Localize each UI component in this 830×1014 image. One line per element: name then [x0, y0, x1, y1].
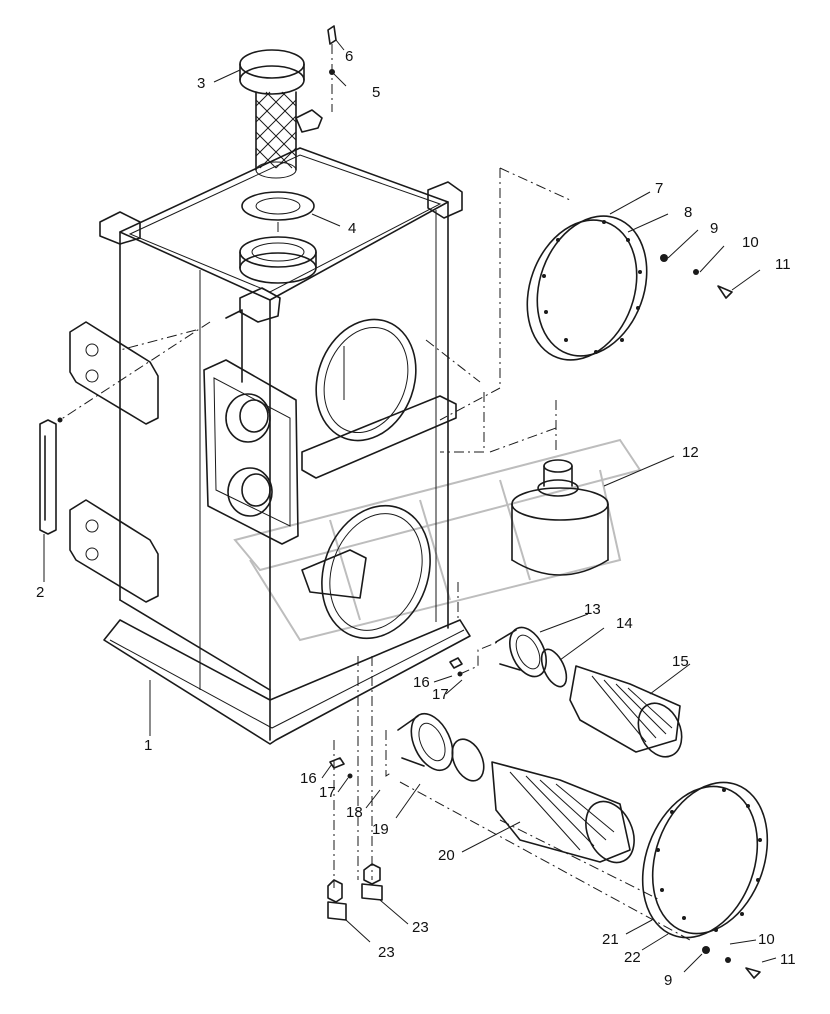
callout-17: 17 — [432, 686, 449, 703]
callout-22: 22 — [624, 949, 641, 966]
callout-21: 21 — [602, 931, 619, 948]
callout-16: 16 — [300, 770, 317, 787]
callout-leaders — [43, 39, 777, 973]
upper-cover-fasteners — [660, 254, 733, 299]
callout-6: 6 — [345, 48, 353, 65]
callout-23: 23 — [412, 919, 429, 936]
callout-16: 16 — [413, 674, 430, 691]
callout-10: 10 — [742, 234, 759, 251]
callout-3: 3 — [197, 75, 205, 92]
callout-23: 23 — [378, 944, 395, 961]
callout-9: 9 — [710, 220, 718, 237]
callout-1: 1 — [144, 737, 152, 754]
callout-13: 13 — [584, 601, 601, 618]
callout-19: 19 — [372, 821, 389, 838]
callout-4: 4 — [348, 220, 356, 237]
callout-9: 9 — [664, 972, 672, 989]
callout-17: 17 — [319, 784, 336, 801]
callout-12: 12 — [682, 444, 699, 461]
watermark — [233, 438, 642, 642]
level-gauge — [39, 417, 63, 535]
callout-7: 7 — [655, 180, 663, 197]
callout-10: 10 — [758, 931, 775, 948]
callout-14: 14 — [616, 615, 633, 632]
callout-20: 20 — [438, 847, 455, 864]
upper-filter-assembly — [495, 626, 683, 758]
callout-15: 15 — [672, 653, 689, 670]
filter-canister — [511, 459, 609, 576]
tank-body — [69, 109, 471, 745]
breather-mesh — [255, 91, 297, 169]
breather-filter — [239, 49, 305, 179]
callout-11: 11 — [775, 256, 791, 273]
callout-2: 2 — [36, 584, 44, 601]
assembly-lines — [59, 44, 691, 941]
mounting-gasket — [241, 191, 315, 221]
callout-8: 8 — [684, 204, 692, 221]
lower-cover-fasteners — [702, 946, 761, 979]
callout-5: 5 — [372, 84, 380, 101]
callout-18: 18 — [346, 804, 363, 821]
callout-labels: 1 2 3 4 5 6 7 8 9 10 11 12 13 14 15 16 1… — [36, 48, 796, 989]
filler-neck — [239, 236, 317, 284]
lower-cover-plate — [641, 781, 769, 939]
lower-filter-assembly — [397, 712, 635, 864]
callout-11: 11 — [780, 951, 796, 968]
upper-cover-plate — [526, 215, 648, 361]
